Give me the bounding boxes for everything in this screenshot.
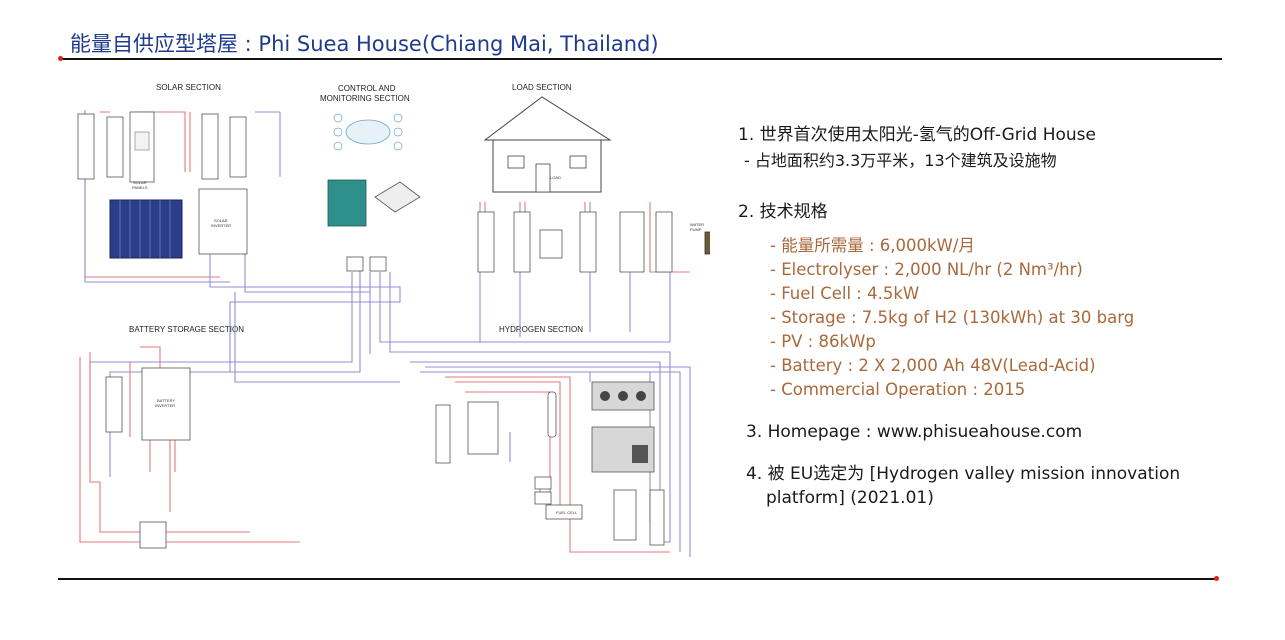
solar-panels-label: SOLAR bbox=[133, 180, 147, 185]
load-inverter bbox=[619, 211, 645, 273]
load-section: LOAD WATER PUMP bbox=[477, 96, 710, 273]
notes-panel: 1. 世界首次使用太阳光-氢气的Off-Grid House - 占地面积约3.… bbox=[738, 120, 1258, 510]
solar-breaker-2 bbox=[106, 116, 124, 178]
battery-inverter-label: BATTERY bbox=[157, 398, 175, 403]
solar-inverter bbox=[198, 188, 248, 255]
battery-section: BATTERY INVERTER bbox=[105, 367, 191, 549]
water-pump-label: WATER bbox=[690, 222, 704, 227]
load-section-title: LOAD SECTION bbox=[512, 83, 572, 92]
battery-bank bbox=[139, 521, 167, 549]
note-item-2: 2. 技术规格 bbox=[738, 202, 828, 222]
load-breaker-3 bbox=[579, 211, 597, 273]
top-divider-dot bbox=[58, 56, 63, 61]
electrolyser-controller bbox=[467, 401, 499, 455]
bottom-divider-dot bbox=[1214, 576, 1219, 581]
solar-inverter-label-2: INVERTER bbox=[211, 223, 231, 228]
spec-list: - 能量所需量 : 6,000kW/月 - Electrolyser : 2,0… bbox=[770, 234, 1258, 402]
hydrogen-tank bbox=[547, 391, 557, 438]
load-breaker-1 bbox=[477, 211, 495, 273]
solar-breaker-4 bbox=[229, 116, 247, 178]
hydrogen-section: FUEL CELL bbox=[435, 381, 665, 546]
system-diagram: SOLAR SECTION CONTROL AND MONITORING SEC… bbox=[77, 83, 710, 557]
gateway-device bbox=[327, 179, 367, 227]
spec-electrolyser: - Electrolyser : 2,000 NL/hr (2 Nm³/hr) bbox=[770, 260, 1083, 279]
cloud-icon bbox=[345, 119, 391, 145]
solar-panels bbox=[109, 199, 183, 259]
top-divider bbox=[62, 58, 1222, 60]
battery-inverter-label-2: INVERTER bbox=[155, 403, 175, 408]
power-socket-2 bbox=[369, 256, 387, 272]
fuel-cell-label: FUEL CELL bbox=[556, 510, 578, 515]
load-breaker-2 bbox=[513, 211, 531, 273]
note-item-1: 1. 世界首次使用太阳光-氢气的Off-Grid House bbox=[738, 125, 1096, 145]
load-label: LOAD bbox=[550, 175, 561, 180]
water-pump-icon bbox=[704, 231, 710, 255]
h2-breaker-2 bbox=[649, 489, 665, 546]
spec-battery: - Battery : 2 X 2,000 Ah 48V(Lead-Acid) bbox=[770, 356, 1096, 375]
spec-storage: - Storage : 7.5kg of H2 (130kWh) at 30 b… bbox=[770, 308, 1135, 327]
spec-operation: - Commercial Operation : 2015 bbox=[770, 380, 1026, 399]
solar-breaker-3 bbox=[201, 113, 219, 180]
energy-meter bbox=[539, 229, 563, 259]
solar-inverter-label: SOLAR bbox=[214, 218, 228, 223]
control-section-title-line2: MONITORING SECTION bbox=[320, 94, 410, 103]
water-pump-label-2: PUMP bbox=[690, 227, 702, 232]
router-device bbox=[374, 181, 421, 213]
spec-energy: - 能量所需量 : 6,000kW/月 bbox=[770, 236, 975, 255]
fuel-cell-inverter bbox=[613, 489, 637, 541]
hydrogen-section-title: HYDROGEN SECTION bbox=[499, 325, 583, 334]
bottom-divider bbox=[58, 578, 1216, 580]
solar-breaker-1 bbox=[77, 113, 95, 180]
note-item-4: 4. 被 EU选定为 [Hydrogen valley mission inno… bbox=[746, 462, 1258, 510]
control-section bbox=[327, 113, 421, 272]
power-socket-1 bbox=[346, 256, 364, 272]
spec-pv: - PV : 86kWp bbox=[770, 332, 876, 351]
h2-breaker bbox=[435, 404, 451, 464]
control-section-title: CONTROL AND bbox=[338, 84, 396, 93]
note-item-4-line-2: platform] (2021.01) bbox=[766, 488, 934, 508]
fuel-cell bbox=[545, 504, 583, 520]
spec-fuel-cell: - Fuel Cell : 4.5kW bbox=[770, 284, 920, 303]
page-title: 能量自供应型塔屋 : Phi Suea House(Chiang Mai, Th… bbox=[70, 32, 659, 56]
solar-panels-label-2: PANELS bbox=[132, 185, 148, 190]
battery-section-title: BATTERY STORAGE SECTION bbox=[129, 325, 244, 334]
note-item-4-line-1: 4. 被 EU选定为 [Hydrogen valley mission inno… bbox=[746, 464, 1181, 484]
note-item-1-sub: - 占地面积约3.3万平米，13个建筑及设施物 bbox=[744, 151, 1057, 170]
solar-section-title: SOLAR SECTION bbox=[156, 83, 221, 92]
battery-breaker bbox=[105, 376, 123, 433]
note-item-3: 3. Homepage : www.phisueahouse.com bbox=[746, 422, 1083, 442]
solar-section: SOLAR INVERTER SOLAR PANELS bbox=[77, 111, 248, 259]
load-breaker-4 bbox=[655, 211, 673, 273]
battery-inverter bbox=[141, 367, 191, 441]
house-roof bbox=[483, 96, 612, 141]
